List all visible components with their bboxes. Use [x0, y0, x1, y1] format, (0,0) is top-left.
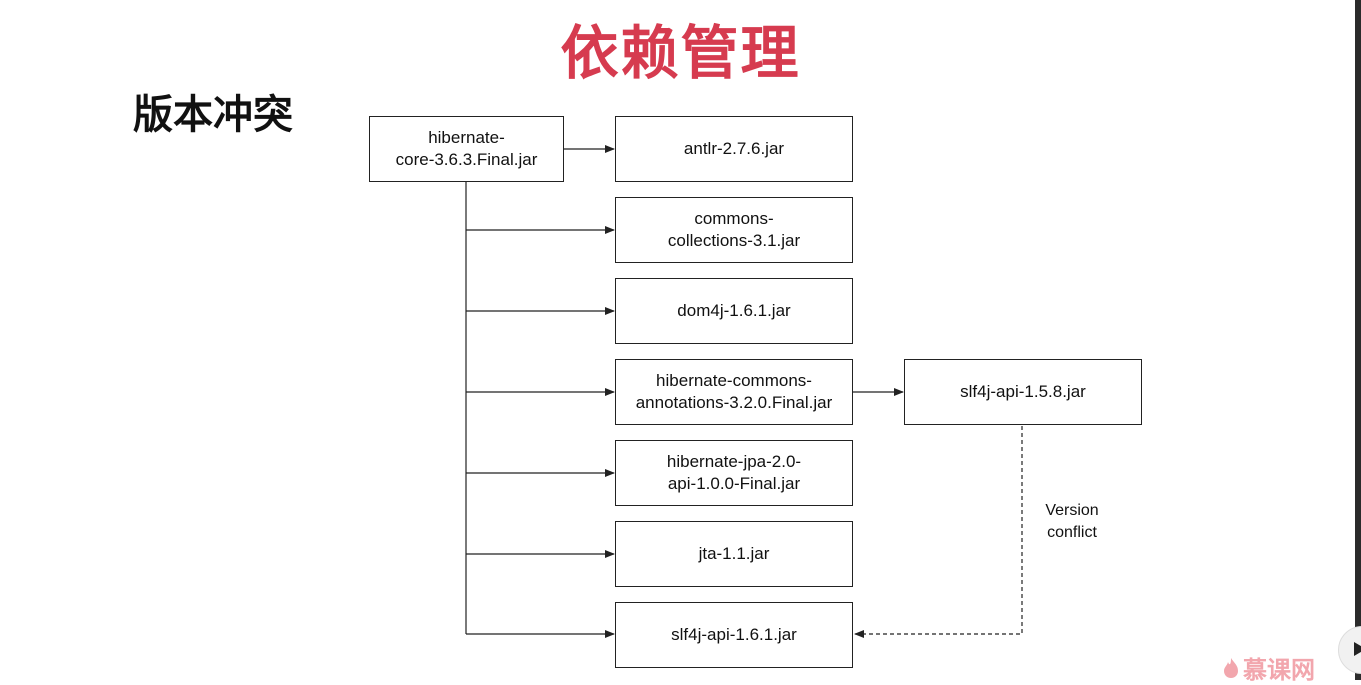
flame-icon — [1224, 657, 1238, 678]
play-icon — [1354, 642, 1361, 656]
node-hibernate-core: hibernate- core-3.6.3.Final.jar — [369, 116, 564, 182]
node-slf4j-api-161: slf4j-api-1.6.1.jar — [615, 602, 853, 668]
window-edge — [1355, 0, 1361, 680]
watermark-logo: 慕课网 — [1222, 650, 1315, 685]
node-hibernate-jpa: hibernate-jpa-2.0- api-1.0.0-Final.jar — [615, 440, 853, 506]
version-conflict-label: Version conflict — [1045, 502, 1099, 541]
node-dom4j: dom4j-1.6.1.jar — [615, 278, 853, 344]
page-title: 依赖管理 — [560, 19, 801, 87]
section-subtitle: 版本冲突 — [133, 92, 293, 138]
node-slf4j-api-158: slf4j-api-1.5.8.jar — [904, 359, 1142, 425]
watermark-text: 慕课网 — [1243, 656, 1315, 684]
edge-version-conflict — [854, 426, 1023, 638]
node-commons-collections: commons- collections-3.1.jar — [615, 197, 853, 263]
node-antlr: antlr-2.7.6.jar — [615, 116, 853, 182]
node-jta: jta-1.1.jar — [615, 521, 853, 587]
node-hibernate-commons-annotations: hibernate-commons- annotations-3.2.0.Fin… — [615, 359, 853, 425]
